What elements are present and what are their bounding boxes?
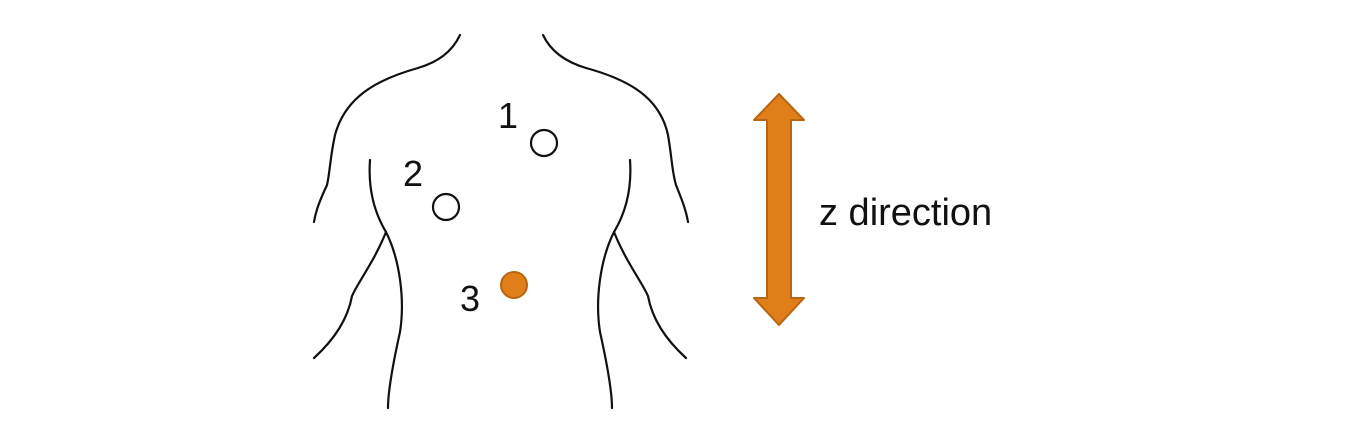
- marker-1-circle: [529, 128, 559, 158]
- neck-left-line: [416, 33, 462, 70]
- left-arm-outer: [312, 66, 420, 224]
- torso-outline: [312, 33, 690, 410]
- z-direction-label: z direction: [819, 192, 992, 234]
- marker-1-label: 1: [498, 95, 518, 136]
- z-direction-arrow: [753, 93, 805, 326]
- neck-right-line: [541, 33, 588, 70]
- marker-3-label: 3: [460, 278, 480, 319]
- left-arm-inner: [312, 230, 388, 360]
- marker-2-circle: [431, 192, 461, 222]
- right-arm-inner: [612, 230, 688, 360]
- right-torso-side: [597, 158, 632, 410]
- left-torso-side: [368, 158, 403, 410]
- marker-3-circle: [500, 271, 528, 299]
- marker-2-label: 2: [403, 153, 423, 194]
- right-arm-outer: [584, 66, 690, 224]
